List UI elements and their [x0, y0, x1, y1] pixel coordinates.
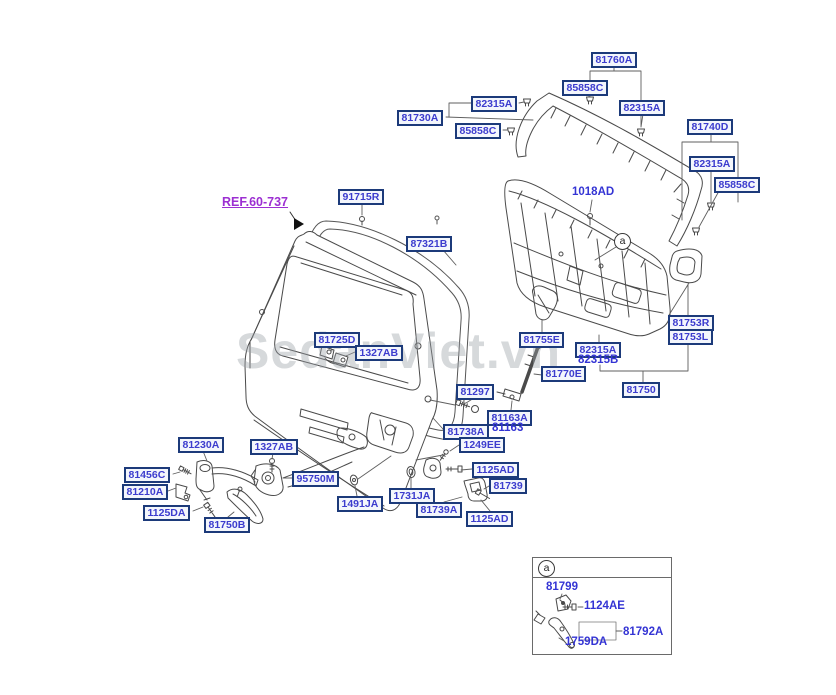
part-1327ab-hinge: 1327AB	[355, 345, 403, 361]
part-1125ad-upper: 1125AD	[472, 462, 519, 478]
leader-lines	[167, 65, 739, 642]
part-85858c-top: 85858C	[562, 80, 608, 96]
part-1327ab-latch: 1327AB	[250, 439, 298, 455]
bolt-1125ad-upper-icon	[445, 465, 463, 473]
part-81792a: 81792A	[623, 626, 664, 638]
grommet-1731ja-icon	[406, 466, 416, 478]
lift-handle-bezel-drawing	[669, 248, 703, 284]
part-95750m: 95750M	[292, 471, 339, 487]
inset-detail-header	[533, 558, 671, 578]
part-82315b: 82315B	[578, 354, 619, 366]
part-1124ae: 1124AE	[584, 600, 625, 612]
inset-detail-drawing	[533, 594, 617, 649]
part-1759da: 1759DA	[565, 636, 608, 648]
part-81739a: 81739A	[416, 502, 462, 518]
part-85858c-right: 85858C	[714, 177, 760, 193]
part-82315a-panel: 82315A	[575, 342, 621, 358]
part-81210a: 81210A	[122, 484, 168, 500]
part-1125ad-lower: 1125AD	[466, 511, 513, 527]
pad-1125ad-icon	[423, 457, 442, 479]
part-82315a-upper-left: 82315A	[471, 96, 517, 112]
bolt-81297-icon	[455, 399, 471, 409]
washer-81297-icon	[471, 405, 479, 413]
part-1125da: 1125DA	[143, 505, 190, 521]
screw-1018ad-icon	[587, 213, 593, 226]
part-81163a: 81163A	[487, 410, 533, 426]
inset-detail-box	[532, 557, 672, 655]
bolt-81456c-icon	[178, 465, 192, 475]
grommet-91715r-icon	[359, 216, 365, 226]
gas-strut-drawing	[496, 342, 542, 402]
detail-marker-inset: a	[538, 560, 555, 577]
ref-arrow-icon	[289, 211, 304, 230]
part-81799: 81799	[546, 581, 578, 593]
part-81230a: 81230A	[178, 437, 224, 453]
part-87321b: 87321B	[406, 236, 452, 252]
detail-marker-main: a	[614, 233, 631, 250]
part-81163: 81163	[492, 422, 524, 434]
part-81755e: 81755E	[519, 332, 565, 348]
part-1018ad: 1018AD	[572, 186, 615, 198]
screw-1124ae-icon	[562, 603, 577, 611]
part-81730a: 81730A	[397, 110, 443, 126]
screw-81750b-icon	[236, 486, 243, 498]
top-garnish-drawing	[515, 92, 703, 247]
part-81725d: 81725D	[314, 332, 360, 348]
part-81750: 81750	[622, 382, 661, 398]
bolt-1125da-icon	[203, 501, 216, 518]
part-81738a: 81738A	[443, 424, 489, 440]
grommet-1491ja-icon	[349, 474, 359, 486]
part-1249ee: 1249EE	[459, 437, 506, 453]
part-1731ja: 1731JA	[389, 488, 435, 504]
part-81760a: 81760A	[591, 52, 637, 68]
part-82315a-top: 82315A	[619, 100, 665, 116]
part-85858c-mid: 85858C	[455, 123, 501, 139]
part-82315a-right: 82315A	[689, 156, 735, 172]
bracket-81210a-icon	[175, 483, 191, 502]
screw-1249ee-icon	[439, 449, 449, 461]
ref-60-737[interactable]: REF.60-737	[222, 195, 289, 209]
part-81770e: 81770E	[541, 366, 587, 382]
trim-panel-drawing	[504, 179, 671, 337]
part-81739: 81739	[489, 478, 528, 494]
bracket-81739-icon	[463, 477, 488, 502]
part-81456c: 81456C	[124, 467, 170, 483]
handle-latch-cluster-drawing	[175, 399, 491, 524]
part-1491ja: 1491JA	[337, 496, 383, 512]
part-81750b: 81750B	[204, 517, 250, 533]
part-81740d: 81740D	[687, 119, 733, 135]
bolt-1125ad-lower-icon	[474, 488, 491, 499]
part-81753l: 81753L	[668, 329, 713, 345]
part-91715r: 91715R	[338, 189, 384, 205]
part-81297: 81297	[456, 384, 495, 400]
